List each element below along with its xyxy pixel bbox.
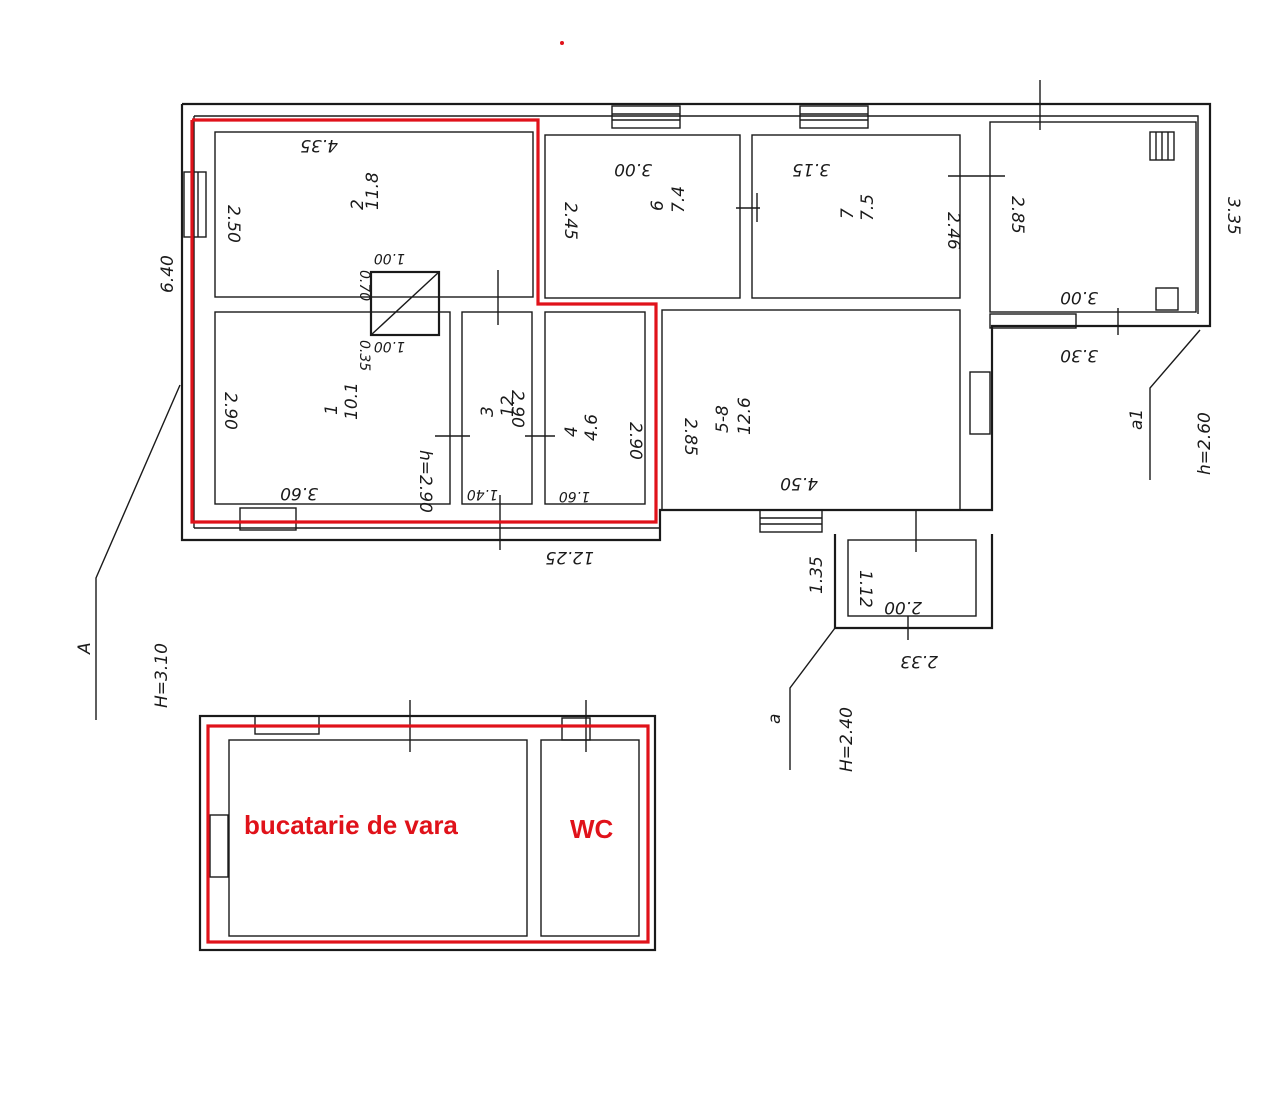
- stove-icon: [1155, 287, 1179, 311]
- porch-depth-outer: 1.35: [807, 556, 827, 594]
- room-3-outline: [461, 311, 533, 505]
- room-6-area: 7.4: [669, 186, 689, 213]
- chimney-offset-bottom: 0.35: [356, 340, 372, 371]
- chimney-size-bottom: 1.00: [374, 338, 405, 354]
- room-4-area: 4.6: [582, 414, 602, 441]
- window-left: [183, 171, 207, 238]
- veranda-door: [989, 313, 1077, 329]
- chimney: [369, 270, 441, 337]
- veranda-length: 3.00: [1060, 287, 1098, 307]
- outer-width-total: 6.40: [158, 255, 178, 293]
- marker-porch-height: H=2.40: [837, 707, 857, 772]
- room-2-length: 4.35: [300, 135, 338, 155]
- room-4-number: 4: [562, 426, 582, 437]
- marker-main-height: H=3.10: [152, 643, 172, 708]
- room-6-outline: [544, 134, 741, 299]
- summer-kitchen-label: bucatarie de vara: [244, 810, 458, 840]
- chimney-size-top: 1.00: [374, 250, 405, 266]
- room-3-area: 12: [498, 395, 518, 417]
- room-7-length: 3.15: [792, 159, 830, 179]
- room-1-outline: [214, 311, 451, 505]
- marker-main-letter: A: [75, 642, 95, 655]
- room-6-length: 3.00: [614, 159, 652, 179]
- room-1-number: 1: [322, 404, 342, 415]
- room-3-number: 3: [478, 406, 498, 417]
- veranda-width: 2.85: [1007, 196, 1027, 234]
- window-bottom-1: [239, 507, 297, 531]
- room-1-area: 10.1: [342, 382, 362, 420]
- room-1-height: h=2.90: [415, 450, 435, 513]
- room-6-number: 6: [648, 200, 668, 211]
- porch-depth-inner: 1.12: [855, 570, 875, 608]
- veranda-length-outer: 3.30: [1060, 345, 1098, 365]
- red-dot: [560, 41, 564, 45]
- porch-width: 2.00: [884, 597, 922, 617]
- porch: [833, 510, 994, 640]
- room-6-width: 2.45: [560, 202, 580, 240]
- marker-porch-letter: a: [765, 714, 785, 724]
- room-3-width: 2.90: [507, 390, 527, 428]
- annex-walls: [198, 700, 657, 952]
- room-7-width: 2.46: [943, 212, 963, 250]
- room-7-area: 7.5: [858, 194, 878, 221]
- room-5-width: 2.85: [680, 418, 700, 456]
- room-1-length: 3.60: [280, 483, 318, 503]
- room-1-width: 2.90: [220, 392, 240, 430]
- window-top-2: [799, 105, 869, 129]
- highlight-annex: [206, 724, 650, 944]
- chimney-offset-top: 0.70: [356, 270, 372, 301]
- veranda-outline: [989, 121, 1197, 313]
- room-4-outline: [544, 311, 646, 505]
- porch-width-outer: 2.33: [900, 651, 938, 671]
- marker-veranda-height: h=2.60: [1195, 412, 1215, 475]
- marker-lines: [95, 329, 1201, 770]
- highlight-house: [190, 118, 658, 524]
- wc-label: WC: [570, 814, 614, 844]
- room-4-length: 1.60: [559, 488, 590, 504]
- room-2-area: 11.8: [363, 172, 383, 210]
- marker-veranda-letter: a1: [1127, 409, 1147, 430]
- window-right: [969, 371, 991, 435]
- room-7-number: 7: [838, 208, 858, 219]
- room-5-number: 5-8: [713, 405, 733, 433]
- window-top-1: [611, 105, 681, 129]
- room-7-outline: [751, 134, 961, 299]
- room-3-length: 1.40: [467, 486, 498, 502]
- veranda-depth: 3.35: [1223, 197, 1243, 235]
- outer-bottom-length: 12.25: [545, 547, 594, 567]
- window-bottom-2: [759, 509, 823, 533]
- room-2-outline: [214, 131, 534, 298]
- room-5-area: 12.6: [735, 397, 755, 435]
- main-house-walls: [180, 80, 1212, 550]
- room-4-width: 2.90: [625, 422, 645, 460]
- room-2-width: 2.50: [223, 205, 243, 243]
- room-2-number: 2: [348, 199, 368, 210]
- room-5-length: 4.50: [780, 473, 818, 493]
